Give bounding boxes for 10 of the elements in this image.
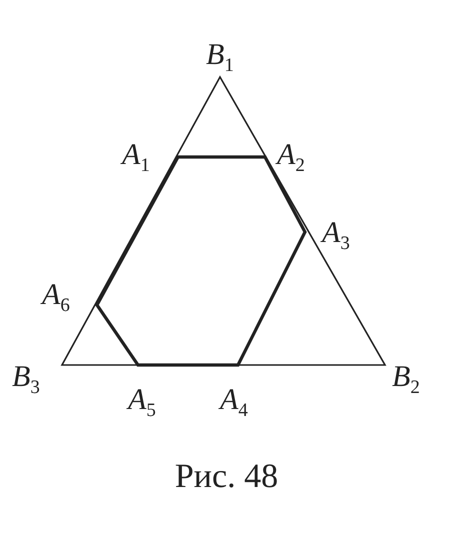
- point-label: A$_{3}$: [322, 218, 350, 253]
- point-label: B$_{3}$: [12, 362, 40, 397]
- figure-caption: Рис. 48: [174, 458, 280, 496]
- point-label: A$_{5}$: [128, 385, 156, 420]
- point-label: A$_{6}$: [42, 280, 70, 315]
- point-label: B$_{1}$: [206, 40, 234, 75]
- point-label: A$_{4}$: [220, 385, 248, 420]
- point-label: A$_{1}$: [122, 140, 150, 175]
- point-label: A$_{2}$: [277, 140, 305, 175]
- point-label: B$_{2}$: [392, 362, 420, 397]
